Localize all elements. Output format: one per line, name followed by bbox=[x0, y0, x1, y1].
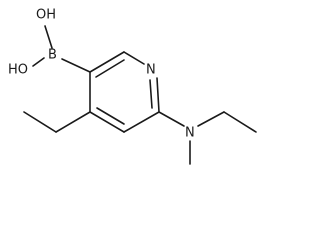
bond-ring-c2-c3 bbox=[123, 111, 160, 133]
atom-labels: OH HO B N N bbox=[8, 8, 195, 141]
bond-ring-c6-n bbox=[123, 51, 145, 65]
chemical-structure: OH HO B N N bbox=[8, 8, 257, 165]
bond-ring-c5-c6 bbox=[89, 51, 125, 73]
bond-ethyl-c4-ch2 bbox=[55, 111, 91, 133]
bond-ring-n-c2 bbox=[156, 77, 160, 113]
bond-b-ring bbox=[61, 58, 91, 73]
bond-ring-n-c2-double bbox=[149, 79, 153, 109]
bond-amine-ethyl-ch3 bbox=[223, 111, 257, 133]
atom-label-amine-n: N bbox=[185, 126, 195, 141]
bond-ring-c3-c4-double bbox=[96, 107, 125, 125]
bond-c2-amine-n bbox=[158, 111, 185, 127]
bond-ethyl-ch2-ch3 bbox=[23, 111, 57, 133]
atom-label-b: B bbox=[48, 48, 57, 63]
bond-b-ho-left bbox=[32, 57, 45, 67]
bond-b-oh-upper bbox=[44, 25, 53, 49]
atom-label-ring-n: N bbox=[146, 63, 156, 78]
bond-ring-c3-c4 bbox=[89, 111, 125, 133]
bond-lines bbox=[23, 25, 257, 165]
bond-ring-c5-c6-double bbox=[95, 59, 125, 78]
atom-label-oh: OH bbox=[36, 8, 56, 23]
bond-amine-ethyl-ch2 bbox=[197, 111, 225, 127]
atom-label-ho: HO bbox=[8, 63, 28, 78]
